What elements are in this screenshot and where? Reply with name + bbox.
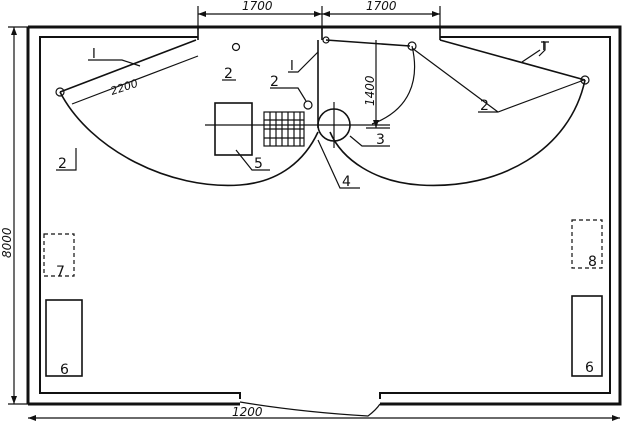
- bench-right: [571, 295, 603, 377]
- leader-4: [317, 139, 360, 189]
- leader-2-left: [56, 148, 77, 171]
- leader-I-right: [521, 49, 541, 63]
- dim-top-right: 1700: [366, 0, 397, 13]
- left-swing-arc: [59, 91, 319, 187]
- post-mid: [303, 100, 313, 110]
- top-dim-arrow-2: [314, 11, 322, 17]
- label-6-left: 6: [60, 362, 69, 378]
- post-top: [231, 42, 241, 52]
- dim-height: 8000: [0, 227, 14, 258]
- leader-2-mid: [270, 87, 307, 102]
- label-4: 4: [342, 174, 351, 190]
- dim-top-left: 1700: [242, 0, 273, 13]
- leader-I-left: [88, 59, 141, 67]
- dim-radius: 2200: [109, 77, 140, 98]
- center-gate-leaf-right: [325, 39, 411, 47]
- right-gate-leaf: [439, 39, 586, 81]
- leader-2-right: [411, 47, 585, 113]
- center-gate-hinge-right: [407, 41, 417, 51]
- radius-dimension-line: [71, 55, 199, 105]
- top-dim-arrow-4: [432, 11, 440, 17]
- label-I-left: I: [92, 47, 96, 62]
- inner-wall: [39, 36, 611, 399]
- bottom-dim-arrow-right: [612, 415, 620, 421]
- machine-box: [214, 102, 253, 156]
- label-2-right: 2: [480, 98, 489, 114]
- depth-dim-arrow: [373, 120, 379, 128]
- outer-wall: [28, 25, 622, 406]
- leader-3: [349, 135, 390, 147]
- label-3: 3: [376, 132, 385, 148]
- leader-5: [235, 149, 270, 171]
- label-5: 5: [254, 156, 263, 172]
- bench-left: [45, 299, 83, 377]
- left-dim-arrow-bottom: [11, 396, 17, 404]
- center-gate-hinge-left: [322, 36, 330, 44]
- bin-7: [43, 233, 75, 277]
- label-2-mid: 2: [270, 74, 279, 90]
- right-swing-arc: [329, 79, 586, 187]
- door-threshold: [239, 401, 381, 417]
- dim-depth: 1400: [363, 75, 377, 106]
- left-dim-arrow-top: [11, 27, 17, 35]
- top-dim-arrow-1: [198, 11, 206, 17]
- left-gate-hinge: [55, 87, 65, 97]
- roller-lines: [264, 112, 304, 146]
- leader-I-mid: [288, 51, 319, 73]
- label-I-mid: I: [290, 59, 294, 74]
- label-2-left: 2: [58, 156, 67, 172]
- label-7: 7: [56, 264, 65, 280]
- dim-width: 1200: [232, 405, 263, 419]
- label-2-top: 2: [224, 66, 233, 82]
- marker-symbol: [538, 41, 549, 57]
- left-gate-leaf: [59, 39, 197, 93]
- label-6-right: 6: [585, 360, 594, 376]
- bin-8: [571, 219, 603, 269]
- center-gate-swing: [371, 45, 416, 125]
- top-dim-arrow-3: [322, 11, 330, 17]
- label-8: 8: [588, 254, 597, 270]
- label-I-right: I: [542, 39, 546, 53]
- bottom-dim-arrow-left: [28, 415, 36, 421]
- right-gate-hinge: [580, 75, 590, 85]
